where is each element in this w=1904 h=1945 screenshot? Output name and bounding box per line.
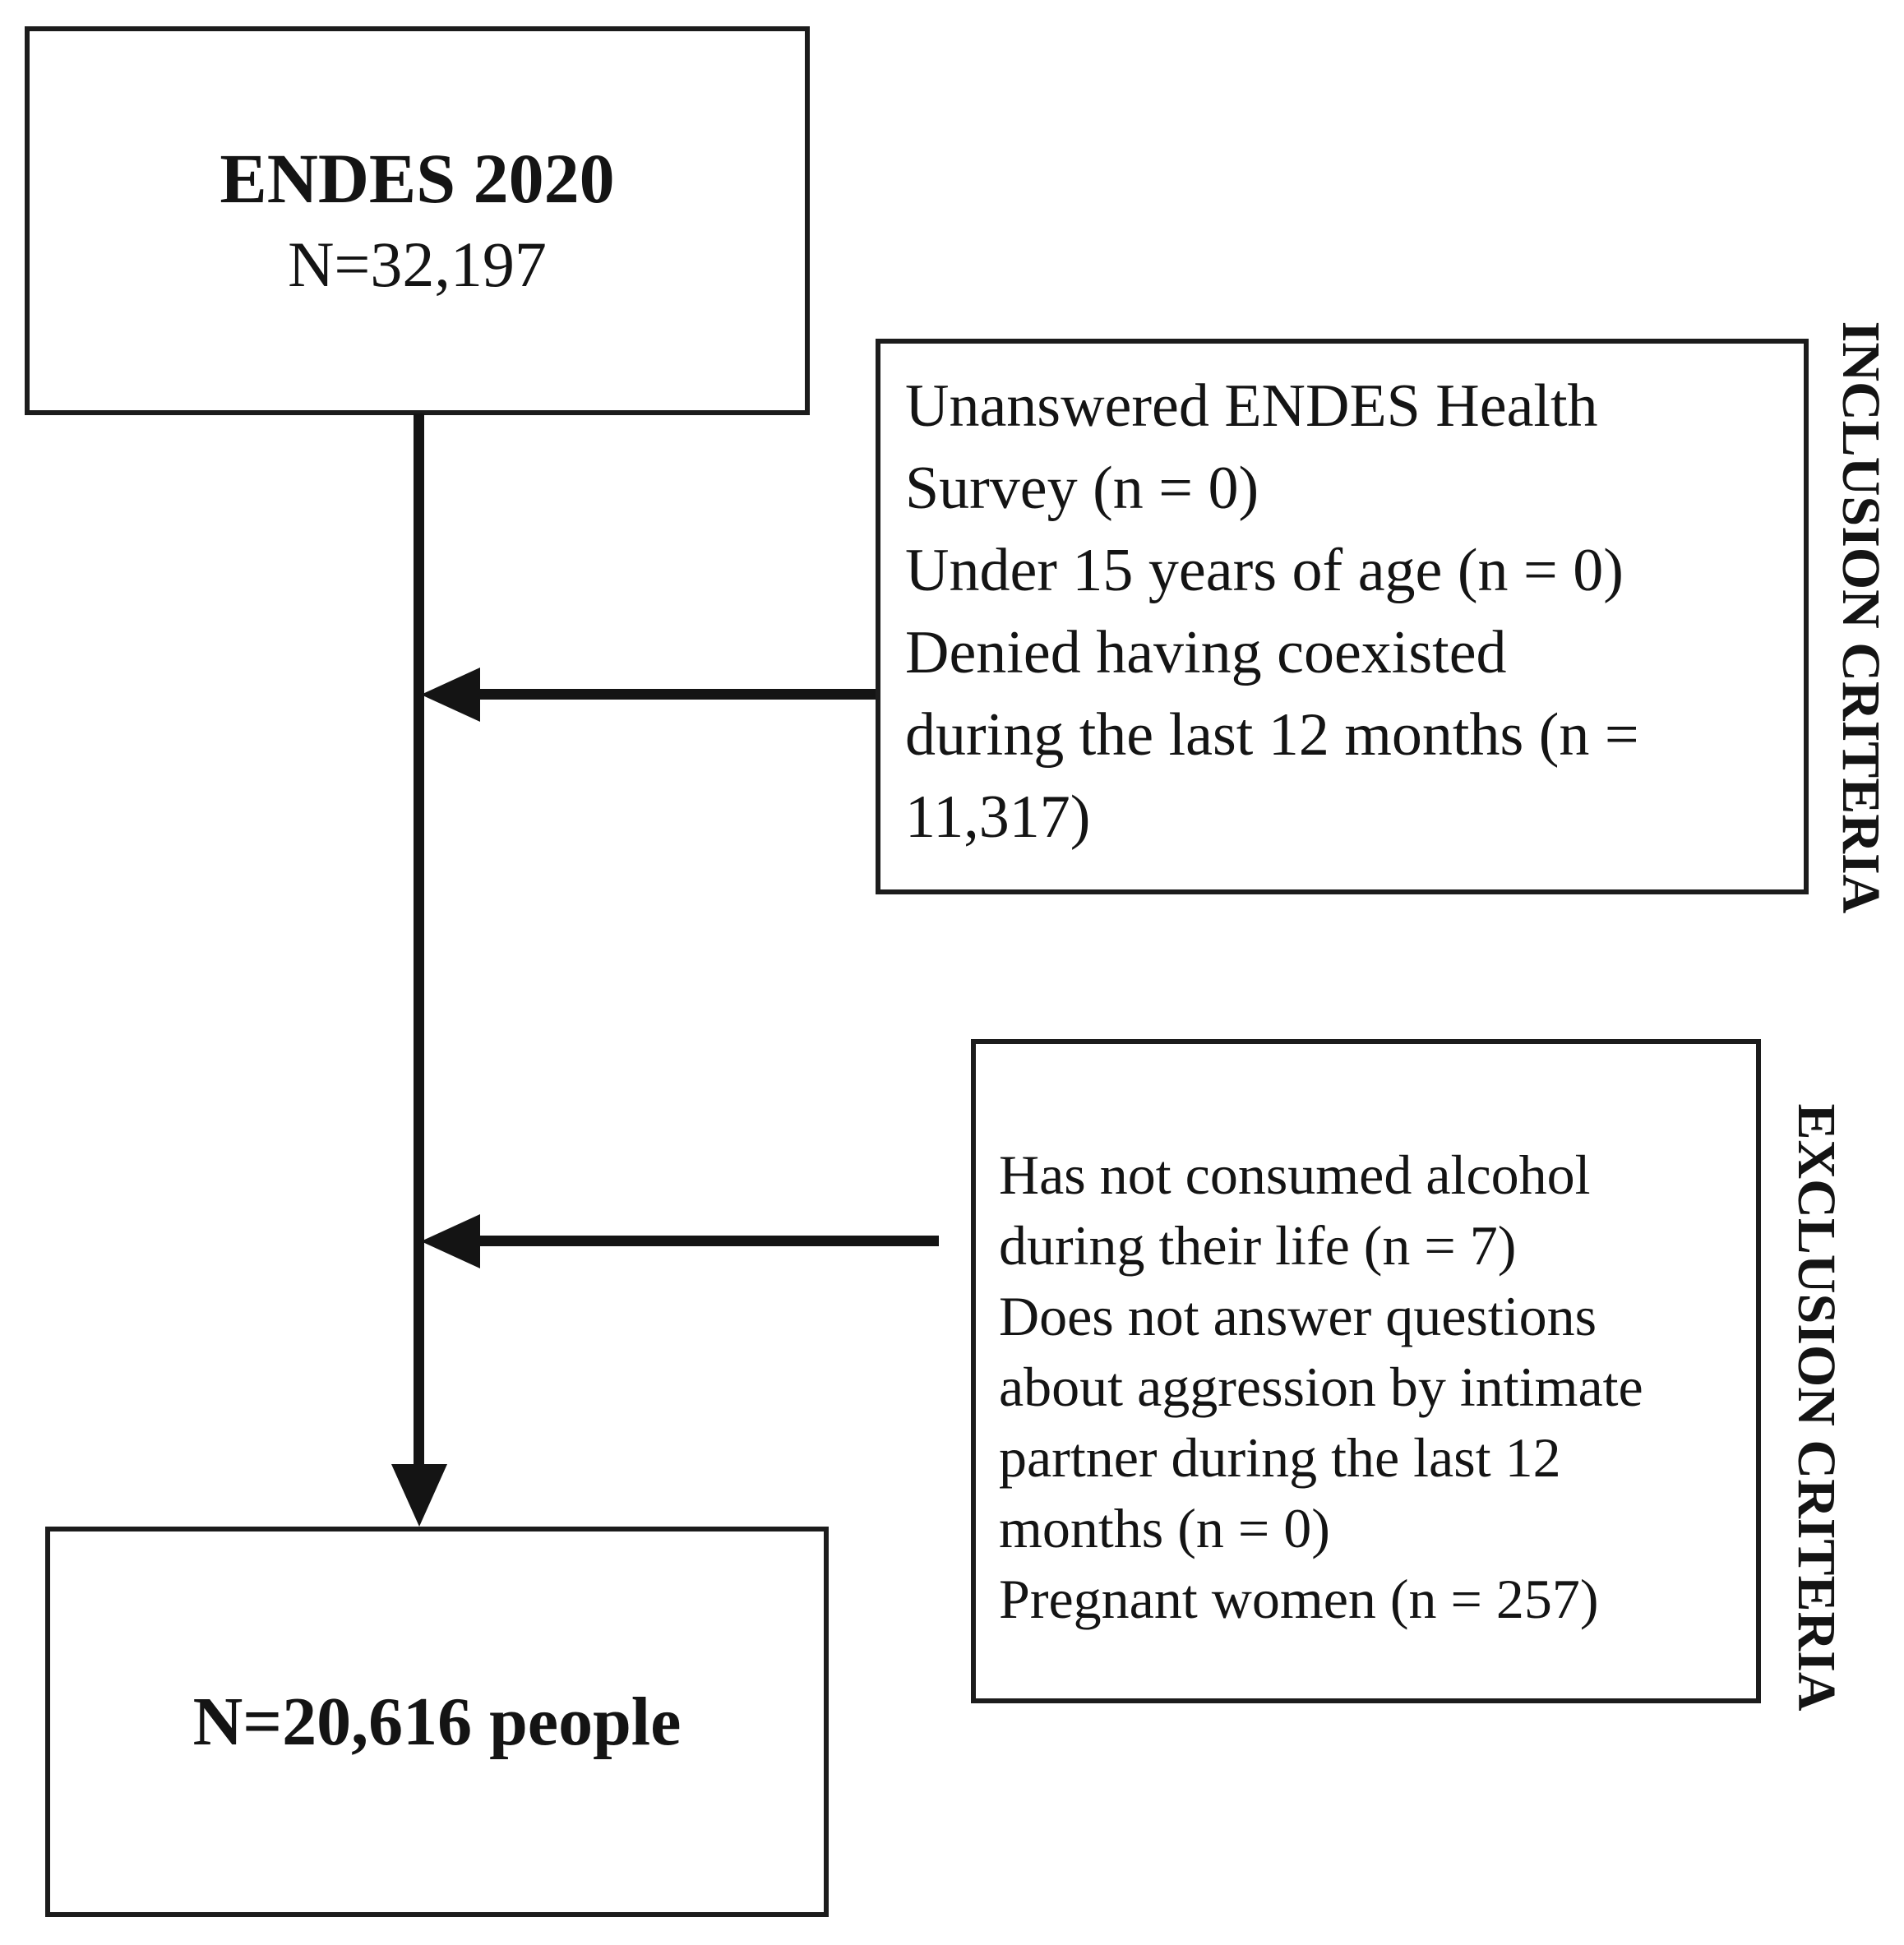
exclusion-criteria-line: Pregnant women (n = 257) [999, 1568, 1599, 1630]
exclusion-criteria-line: partner during the last 12 [999, 1426, 1561, 1489]
endes-sample-size: N=32,197 [288, 228, 547, 300]
inclusion-arrow-shaft [456, 689, 877, 700]
inclusion-criteria-line: Denied having coexisted [905, 619, 1507, 686]
inclusion-left-arrowhead-icon [421, 668, 480, 722]
exclusion-criteria-label: EXCLUSION CRITERIA [1786, 1103, 1846, 1712]
result-sample-size: N=20,616 people [192, 1684, 682, 1760]
exclusion-criteria-line: during their life (n = 7) [999, 1214, 1517, 1277]
down-arrowhead-icon [391, 1464, 447, 1527]
endes-2020-box: ENDES 2020 N=32,197 [25, 26, 810, 415]
endes-title: ENDES 2020 [220, 139, 615, 219]
exclusion-arrow-shaft [456, 1236, 939, 1246]
inclusion-criteria-line: 11,317) [905, 783, 1091, 851]
result-box: N=20,616 people [45, 1527, 829, 1917]
inclusion-criteria-label: INCLUSION CRITERIA [1831, 321, 1891, 914]
exclusion-criteria-box: Has not consumed alcohol during their li… [971, 1039, 1761, 1703]
exclusion-criteria-line: Does not answer questions [999, 1285, 1597, 1347]
exclusion-criteria-line: months (n = 0) [999, 1497, 1330, 1559]
inclusion-criteria-line: during the last 12 months (n = [905, 701, 1639, 769]
main-flow-line [414, 413, 424, 1470]
exclusion-criteria-line: Has not consumed alcohol [999, 1143, 1591, 1206]
inclusion-criteria-line: Survey (n = 0) [905, 455, 1259, 522]
inclusion-criteria-line: Under 15 years of age (n = 0) [905, 537, 1624, 604]
exclusion-criteria-line: about aggression by intimate [999, 1356, 1643, 1418]
inclusion-criteria-line: Unanswered ENDES Health [905, 372, 1598, 440]
exclusion-left-arrowhead-icon [421, 1214, 480, 1268]
inclusion-criteria-box: Unanswered ENDES Health Survey (n = 0) U… [876, 339, 1809, 894]
